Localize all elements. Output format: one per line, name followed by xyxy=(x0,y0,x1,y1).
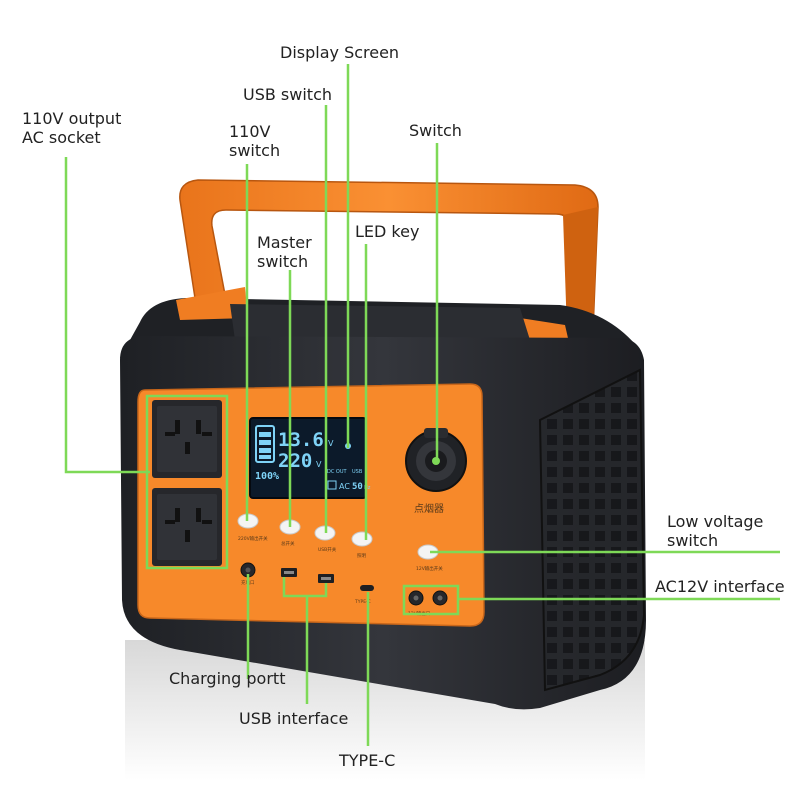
screen-freq: 50 xyxy=(352,482,363,492)
ac-socket-top xyxy=(152,400,222,478)
label-110v-switch-line2: switch xyxy=(229,141,281,160)
button-12v-text: 12V输出开关 xyxy=(416,565,443,572)
label-low-voltage-line1: Low voltage xyxy=(667,512,764,531)
label-low-voltage-switch: Low voltage switch xyxy=(667,512,763,550)
label-display-screen: Display Screen xyxy=(280,43,400,62)
usb-port-2 xyxy=(318,574,334,583)
label-usb-interface: USB interface xyxy=(239,709,349,728)
button-led-text: 照明 xyxy=(357,553,366,559)
label-master-switch-line2: switch xyxy=(257,252,309,271)
display-screen: 13.6 V 220 V 100% DC OUT USB AC 50 Hz xyxy=(249,417,371,499)
screen-battery-percent: 100% xyxy=(255,471,279,482)
label-ac-socket-line1: 110V output xyxy=(22,109,122,128)
usb-port-1 xyxy=(281,568,297,577)
label-master-switch: Master switch xyxy=(257,233,312,271)
ac-socket-bottom xyxy=(152,488,222,566)
button-ac-text: 220V输出开关 xyxy=(238,535,268,542)
screen-ac-icon xyxy=(327,480,337,490)
label-charging-port: Charging portt xyxy=(169,669,286,688)
label-110v-switch: 110V switch xyxy=(229,122,280,160)
label-master-switch-line1: Master xyxy=(257,233,312,252)
screen-ac-voltage: 220 xyxy=(278,450,312,472)
type-c-port: TYPE-C xyxy=(354,585,374,605)
screen-freq-unit: Hz xyxy=(364,485,371,491)
label-usb-switch: USB switch xyxy=(243,85,333,104)
label-type-c: TYPE-C xyxy=(339,751,396,770)
screen-ac-unit: V xyxy=(316,460,322,469)
label-110v-switch-line1: 110V xyxy=(229,122,271,141)
label-ac-socket: 110V output AC socket xyxy=(22,109,121,147)
button-master-text: 总开关 xyxy=(281,540,295,547)
leader-ac-socket xyxy=(64,157,150,474)
label-switch: Switch xyxy=(409,121,462,140)
screen-dc-voltage: 13.6 xyxy=(278,429,324,451)
screen-dc-unit: V xyxy=(328,439,334,448)
front-panel xyxy=(137,383,485,627)
screen-usb: USB xyxy=(352,469,363,475)
label-ac12v-interface: AC12V interface xyxy=(655,577,785,596)
screen-dc-out: DC OUT xyxy=(327,469,348,475)
leader-lines xyxy=(64,64,780,746)
type-c-text: TYPE-C xyxy=(354,599,371,605)
label-led-key: LED key xyxy=(355,222,420,241)
cigarette-label: 点烟器 xyxy=(414,502,444,515)
ac-socket-highlight xyxy=(145,394,229,570)
leader-usb-bracket xyxy=(282,577,328,598)
button-usb-text: USB开关 xyxy=(318,546,337,553)
label-low-voltage-line2: switch xyxy=(667,531,719,550)
screen-ac: AC xyxy=(339,482,350,491)
label-ac-socket-line2: AC socket xyxy=(22,128,101,147)
